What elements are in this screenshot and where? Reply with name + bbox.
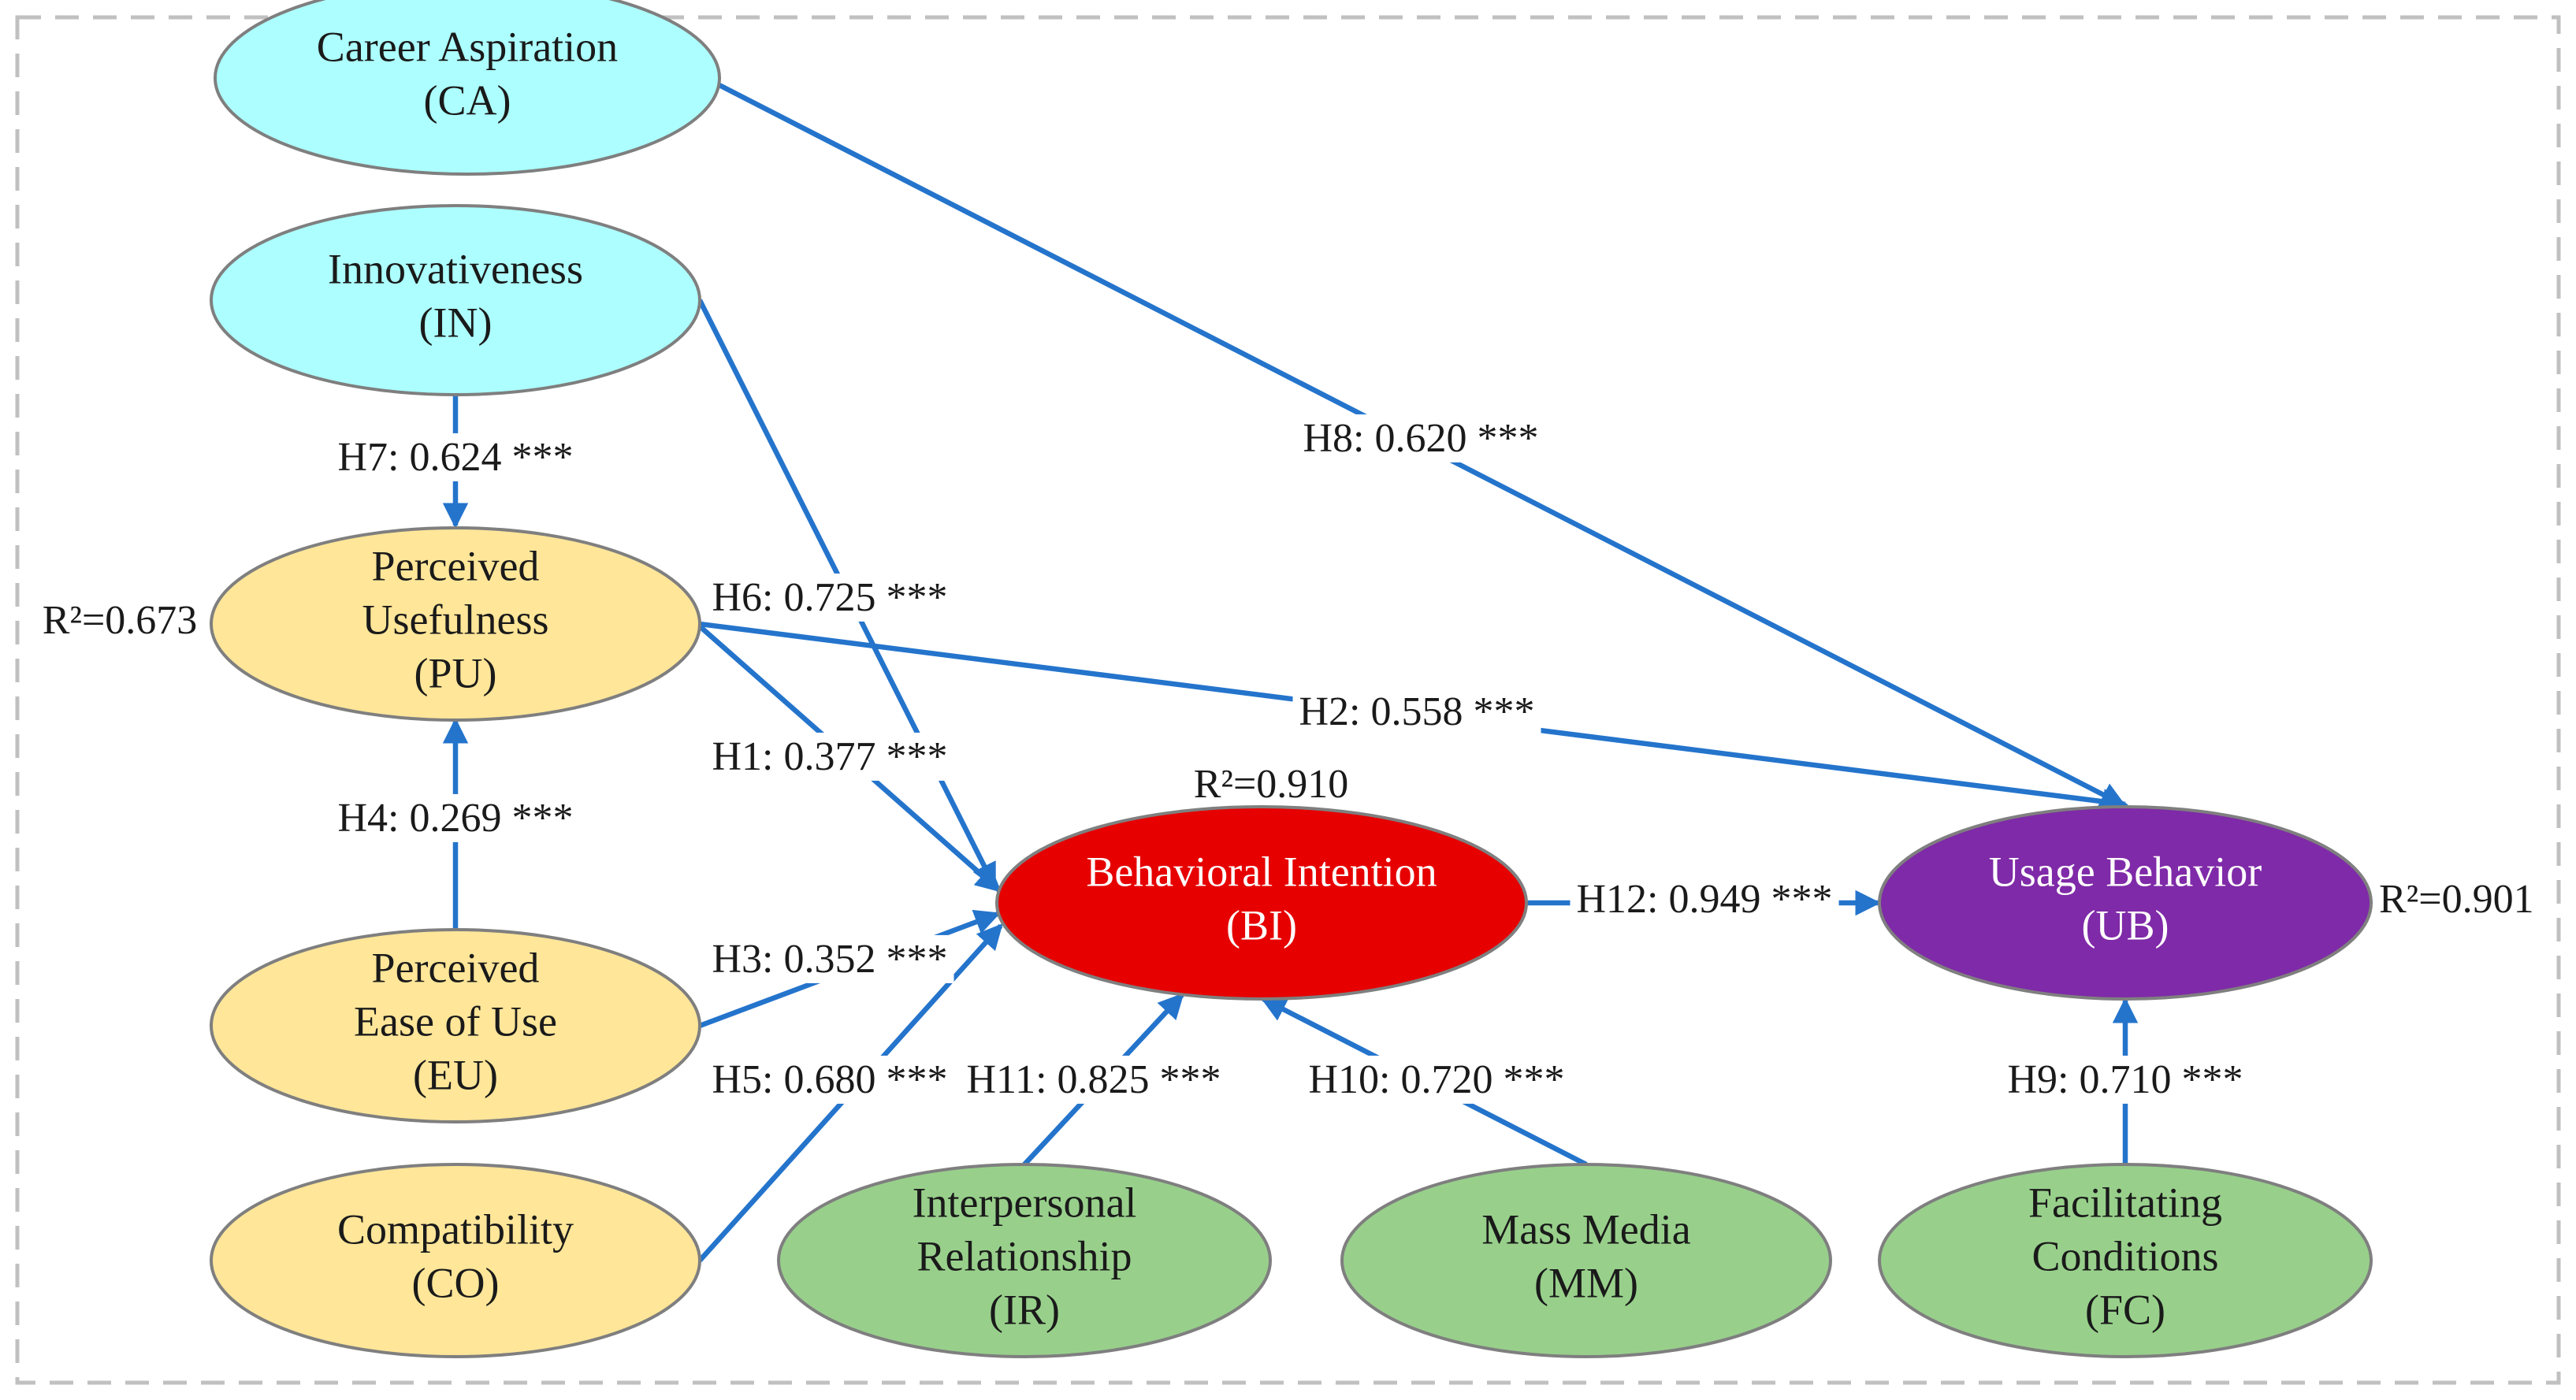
construct-pu-label: (PU)	[414, 649, 497, 696]
labels-layer: H1: 0.377 *** H2: 0.558 *** H3: 0.352 *** H…	[43, 414, 2534, 1104]
construct-fc-ellipse	[1878, 1163, 2373, 1358]
path-h4-coefficient: H4: 0.269 ***	[338, 796, 574, 841]
construct-pu-label: Perceived	[372, 542, 540, 589]
construct-fc-label: Conditions	[2031, 1232, 2218, 1279]
path-h5-coefficient: H5: 0.680 ***	[712, 1057, 948, 1102]
diagram-border	[15, 15, 2561, 1385]
construct-bi-ellipse	[995, 805, 1528, 1001]
construct-in-label: (IN)	[419, 299, 493, 346]
construct-in-ellipse	[210, 204, 701, 396]
path-h3-label-background	[705, 934, 954, 983]
path-h8-label-background	[1296, 414, 1545, 462]
construct-ub-label: (UB)	[2082, 901, 2169, 949]
path-h3-coefficient: H3: 0.352 ***	[712, 937, 948, 982]
construct-co-label: Compatibility	[337, 1205, 574, 1253]
r-squared-bi: R²=0.910	[1194, 762, 1349, 807]
path-h11-coefficient: H11: 0.825 ***	[966, 1057, 1221, 1102]
construct-eu-label: Ease of Use	[354, 997, 557, 1045]
construct-ir-label: Relationship	[917, 1232, 1132, 1279]
construct-eu-ellipse	[210, 928, 701, 1123]
construct-co: Compatibility (CO)	[210, 1163, 701, 1358]
path-h5-label-background	[705, 1055, 954, 1104]
path-h12-coefficient: H12: 0.949 ***	[1577, 877, 1833, 922]
construct-bi: Behavioral Intention (BI)	[995, 805, 1528, 1001]
construct-ir-ellipse	[777, 1163, 1272, 1358]
construct-in: Innovativeness (IN)	[210, 204, 701, 396]
construct-ub-label: Usage Behavior	[1989, 848, 2262, 895]
construct-ir-label: Interpersonal	[913, 1179, 1137, 1226]
construct-mm: Mass Media (MM)	[1340, 1163, 1832, 1358]
r-squared-ub: R²=0.901	[2379, 877, 2534, 922]
path-h12-label-background	[1570, 875, 1839, 923]
path-h11-label-background	[960, 1055, 1228, 1104]
path-h2-label-background	[1292, 687, 1541, 736]
construct-ub: Usage Behavior (UB)	[1878, 805, 2373, 1001]
path-h4-label-background	[331, 793, 580, 842]
construct-ir-label: (IR)	[989, 1286, 1060, 1333]
r-squared-pu: R²=0.673	[43, 598, 198, 643]
construct-eu-label: Perceived	[372, 944, 540, 991]
path-h10-label-background	[1302, 1055, 1571, 1104]
path-h9-label-background	[2001, 1055, 2250, 1104]
path-h1-label-background	[705, 732, 954, 781]
construct-pu-ellipse	[210, 526, 701, 722]
nodes-layer: Career Aspiration (CA) Innovativeness (IN) P…	[210, 0, 2373, 1358]
construct-mm-label: (MM)	[1534, 1259, 1638, 1306]
construct-ca-label: Career Aspiration	[317, 23, 618, 70]
construct-pu-label: Usefulness	[362, 596, 549, 643]
construct-mm-label: Mass Media	[1481, 1205, 1690, 1253]
path-h7-coefficient: H7: 0.624 ***	[338, 435, 574, 480]
construct-ca-ellipse	[214, 0, 721, 176]
path-h2-coefficient: H2: 0.558 ***	[1299, 689, 1535, 734]
construct-ca: Career Aspiration (CA)	[214, 0, 721, 176]
construct-fc-label: Facilitating	[2028, 1179, 2222, 1226]
construct-ca-label: (CA)	[424, 76, 511, 124]
path-h6-coefficient: H6: 0.725 ***	[712, 575, 948, 620]
construct-co-ellipse	[210, 1163, 701, 1358]
construct-co-label: (CO)	[412, 1259, 500, 1306]
construct-in-label: Innovativeness	[328, 245, 583, 292]
construct-eu-label: (EU)	[413, 1051, 498, 1098]
path-h7-label-background	[331, 433, 580, 481]
construct-fc-label: (FC)	[2085, 1286, 2165, 1333]
path-h1-coefficient: H1: 0.377 ***	[712, 734, 948, 779]
path-h8-coefficient: H8: 0.620 ***	[1303, 416, 1539, 461]
path-h9-coefficient: H9: 0.710 ***	[2008, 1057, 2243, 1102]
construct-ub-ellipse	[1878, 805, 2373, 1001]
construct-bi-label: (BI)	[1226, 901, 1297, 949]
path-h6-label-background	[705, 573, 954, 622]
path-h10-coefficient: H10: 0.720 ***	[1309, 1057, 1565, 1102]
construct-bi-label: Behavioral Intention	[1086, 848, 1437, 895]
construct-mm-ellipse	[1340, 1163, 1832, 1358]
